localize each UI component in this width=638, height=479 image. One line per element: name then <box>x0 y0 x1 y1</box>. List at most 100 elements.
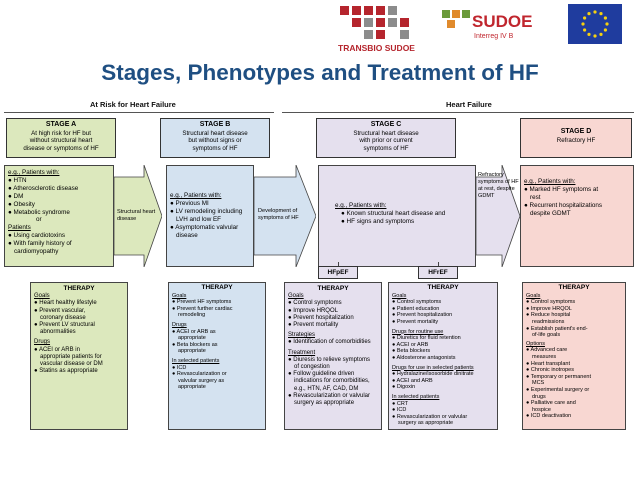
connector-line <box>438 262 439 269</box>
therapy-hfpef-box: THERAPY Goals ● Control symptoms ● Impro… <box>284 282 382 430</box>
therapy-a-item: vascular disease or DM <box>40 361 103 368</box>
arrow-a-b-text: Structural heart disease <box>117 209 155 223</box>
therapy-d-item: of-life goals <box>532 332 561 339</box>
therapy-hfref-item: ● ACEI or ARB <box>392 341 429 348</box>
heart-failure-line <box>282 112 634 113</box>
phenotype-b-item: ● LV remodeling including <box>170 207 243 215</box>
therapy-hfref-item: surgery as appropriate <box>398 420 454 427</box>
therapy-b-item: appropriate <box>178 384 206 391</box>
transbio-logo: TRANSBIO SUDOE <box>332 4 432 56</box>
arrow-b-c-line: symptoms of HF <box>258 215 299 221</box>
arrow-b-c-text: Development of symptoms of HF <box>258 208 299 222</box>
therapy-d-item: MCS <box>532 380 545 387</box>
phenotype-a-patients: Patients <box>8 224 31 232</box>
stage-d-line: Refractory HF <box>556 136 596 144</box>
arrow-c-d-text: Refractory symptoms of HF at rest, despi… <box>478 172 519 200</box>
therapy-hfref-item: ● Diuretics for fluid retention <box>392 335 461 342</box>
therapy-a-title: THERAPY <box>63 285 95 292</box>
phenotype-c-item: ● Known structural heart disease and <box>341 209 446 217</box>
therapy-hfpef-goals: Goals <box>288 293 304 300</box>
therapy-a-item: ● Heart healthy lifestyle <box>34 300 97 307</box>
therapy-hfref-item: ● Beta blockers <box>392 348 431 355</box>
therapy-hfref-title: THERAPY <box>427 284 459 291</box>
arrow-a-b-line: disease <box>117 216 137 222</box>
stage-a-line: disease or symptoms of HF <box>23 144 99 152</box>
page-title: Stages, Phenotypes and Treatment of HF <box>101 60 539 85</box>
therapy-d-item: ● Reduce hospital <box>526 312 571 319</box>
therapy-b-drugs: Drugs <box>172 321 187 328</box>
stage-b-line: but without signs or <box>188 137 242 145</box>
therapy-hfpef-item: of congestion <box>294 364 330 371</box>
therapy-hfpef-title: THERAPY <box>317 285 349 292</box>
therapy-a-item: ● Prevent LV structural <box>34 322 95 329</box>
stage-c-line: symptoms of HF <box>363 144 409 152</box>
therapy-b-item: ● Revascularization or <box>172 371 227 378</box>
therapy-d-item: hospice <box>532 406 551 413</box>
therapy-hfpef-treatment: Treatment <box>288 349 316 356</box>
eu-stars-icon <box>581 10 609 38</box>
sudoe-logo: SUDOE Interreg IV B <box>440 8 533 54</box>
stage-a-line: At high risk for HF but <box>31 129 91 137</box>
arrow-c-d-line: at rest, despite <box>478 186 515 192</box>
therapy-hfpef-item: e.g., HTN, AF, CAD, DM <box>294 385 359 392</box>
therapy-hfref-selected-drugs: Drugs for use in selected patients <box>392 364 474 371</box>
therapy-hfref-goals: Goals <box>392 292 407 299</box>
therapy-b-item: appropriate <box>178 348 206 355</box>
therapy-hfref-selected: In selected patients <box>392 393 440 400</box>
therapy-b-goals: Goals <box>172 292 187 299</box>
phenotype-a-item: ● Using cardiotoxins <box>8 232 66 240</box>
therapy-d-options: Options <box>526 340 545 347</box>
phenotype-a-item: ● With family history of <box>8 240 72 248</box>
therapy-d-item: ● Control symptoms <box>526 299 576 306</box>
therapy-d-item: ● Chronic inotropes <box>526 367 574 374</box>
therapy-d-box: THERAPY Goals ● Control symptoms ● Impro… <box>522 282 626 430</box>
hfpef-label: HFpEF <box>318 266 358 279</box>
at-risk-line <box>4 112 274 113</box>
therapy-hfref-item: ● Prevent hospitalization <box>392 312 453 319</box>
therapy-hfpef-item: ● Diuresis to relieve symptoms <box>288 356 370 363</box>
sudoe-logo-subtext: Interreg IV B <box>474 33 514 40</box>
phenotype-d-item: ● Recurrent hospitalizations <box>524 201 603 209</box>
phenotype-a-item: cardiomyopathy <box>14 248 59 256</box>
therapy-b-item: appropriate <box>178 335 206 342</box>
therapy-d-item: readmissions <box>532 318 565 325</box>
stage-c-box: STAGE C Structural heart disease with pr… <box>316 118 456 158</box>
stage-c-line: with prior or current <box>359 137 413 145</box>
stage-b-line: symptoms of HF <box>192 144 238 152</box>
phenotype-d-item: despite GDMT <box>530 209 571 217</box>
phenotype-b-item: LVH and low EF <box>176 215 222 223</box>
therapy-b-box: THERAPY Goals ● Prevent HF symptoms ● Pr… <box>168 282 266 430</box>
stage-a-line: without structural heart <box>29 137 93 145</box>
phenotype-a-item: ● Atherosclerotic disease <box>8 184 79 192</box>
therapy-hfpef-item: surgery as appropriate <box>294 400 355 407</box>
phenotype-b-eg: e.g., Patients with: <box>170 192 222 199</box>
phenotype-a-eg: e.g., Patients with: <box>8 169 60 176</box>
therapy-a-drugs: Drugs <box>34 339 51 346</box>
therapy-a-goals: Goals <box>34 293 50 300</box>
therapy-a-item: abnormalities <box>40 329 76 336</box>
stage-a-box: STAGE A At high risk for HF but without … <box>6 118 116 158</box>
therapy-hfpef-item: ● Control symptoms <box>288 300 342 307</box>
therapy-b-item: ● Prevent further cardiac <box>172 305 233 312</box>
phenotype-d-box: e.g., Patients with: ● Marked HF symptom… <box>520 165 634 267</box>
therapy-d-item: drugs <box>532 393 546 400</box>
connector-line <box>338 262 339 269</box>
sudoe-logo-text: SUDOE <box>472 12 533 31</box>
phenotype-d-item: rest <box>530 193 541 201</box>
arrow-c-d-line: GDMT <box>478 193 495 199</box>
therapy-a-box: THERAPY Goals ● Heart healthy lifestyle … <box>30 282 128 430</box>
phenotype-c-eg: e.g., Patients with: <box>335 202 387 209</box>
phenotype-a-item: ● Metabolic syndrome <box>8 208 70 216</box>
therapy-d-item: measures <box>532 353 557 360</box>
therapy-hfref-item: ● Patient education <box>392 305 440 312</box>
hfref-label: HFrEF <box>418 266 458 279</box>
arrow-c-to-d <box>476 165 520 267</box>
heart-failure-label: Heart Failure <box>446 100 492 109</box>
stage-b-title: STAGE B <box>199 121 231 128</box>
eu-flag <box>568 4 622 44</box>
therapy-hfref-item: ● Hydralazine/isosorbide dinitrate <box>392 371 474 378</box>
therapy-a-item: appropriate patients for <box>40 353 102 360</box>
therapy-b-item: ● ACEI or ARB as <box>172 328 216 335</box>
stage-c-title: STAGE C <box>370 121 402 128</box>
therapy-d-item: ● Heart transplant <box>526 360 570 367</box>
